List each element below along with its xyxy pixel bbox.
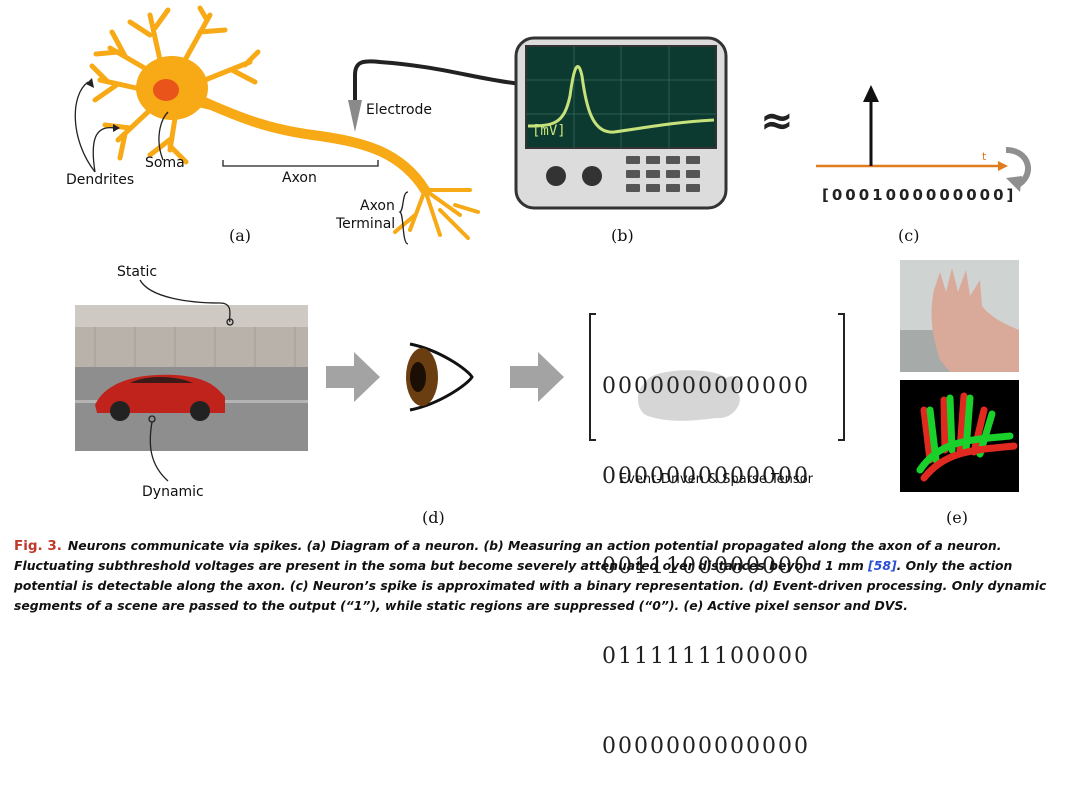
binary-sequence: [0001000000000] xyxy=(822,186,1017,204)
dynamic-label: Dynamic xyxy=(142,484,204,500)
neuron-diagram xyxy=(74,5,520,245)
panel-a-label: (a) xyxy=(229,226,252,245)
electrode-label: Electrode xyxy=(366,102,433,118)
static-label: Static xyxy=(117,264,158,280)
approx-symbol: ≈ xyxy=(760,98,794,144)
oscilloscope xyxy=(514,36,728,210)
panel-c-label: (c) xyxy=(898,226,920,245)
figure-caption: Fig. 3.Neurons communicate via spikes. (… xyxy=(14,536,1070,616)
axon-terminal-label-line1: Axon xyxy=(360,198,395,214)
static-pointer xyxy=(139,279,234,326)
right-arrow-icon xyxy=(326,352,380,402)
car-photo xyxy=(75,305,308,451)
caption-text: Neurons communicate via spikes. (a) Diag… xyxy=(14,538,1002,573)
right-arrow-icon xyxy=(510,352,564,402)
caption-text: . Only the action potential is detectabl… xyxy=(14,558,1047,613)
dvs-event-image xyxy=(900,380,1019,492)
figure-number: Fig. 3. xyxy=(14,538,62,554)
matrix-row: 0111111100000 xyxy=(602,644,810,669)
sparse-matrix-frame xyxy=(589,313,845,441)
panel-b-label: (b) xyxy=(611,226,634,245)
axon-label: Axon xyxy=(282,170,317,186)
soma-label: Soma xyxy=(145,155,185,171)
matrix-row: 0000000000000 xyxy=(602,734,810,759)
hand-photo xyxy=(900,260,1019,372)
panel-d-label: (d) xyxy=(422,508,445,527)
dynamic-pointer xyxy=(148,415,169,482)
axon-terminal-label-line2: Terminal xyxy=(336,216,396,232)
time-axis-label: t xyxy=(982,150,987,163)
citation-link[interactable]: [58] xyxy=(868,558,897,573)
panel-e-label: (e) xyxy=(946,508,968,527)
matrix-row: 0011100000000 xyxy=(602,554,810,579)
matrix-row: 0000000000000 xyxy=(602,374,810,399)
scope-unit-label: [mV] xyxy=(532,123,566,139)
spike-plot xyxy=(816,85,1031,192)
dendrites-label: Dendrites xyxy=(66,172,135,188)
eye-icon xyxy=(406,342,474,412)
matrix-caption: Event-Driven & Sparse Tensor xyxy=(619,472,813,487)
matrix-row: 0000000000000 xyxy=(602,464,810,489)
